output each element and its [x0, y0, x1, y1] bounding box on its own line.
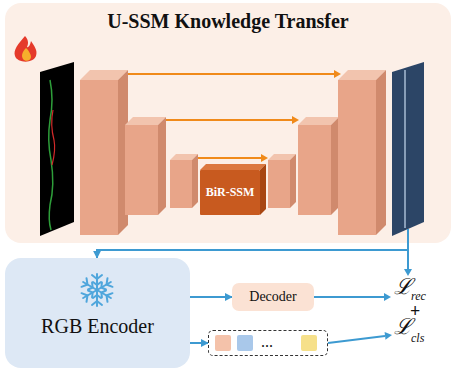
loss-subscript: cls [411, 332, 424, 344]
fire-icon [22, 48, 31, 61]
branch-line [407, 250, 409, 269]
arrow-head [404, 269, 412, 276]
decoder-label: Decoder [249, 289, 296, 305]
block-label: BiR-SSM [206, 185, 255, 200]
event-trace [52, 110, 55, 165]
arrow-head [385, 332, 392, 340]
panel-title: U-SSM Knowledge Transfer [5, 9, 451, 33]
decoder-box: Decoder [232, 283, 314, 311]
encoder-block [80, 70, 128, 235]
snowflake-icon [5, 258, 190, 368]
event-image [40, 62, 74, 236]
token-sequence: ... [208, 330, 328, 356]
encoder-box: RGB Encoder [5, 258, 190, 368]
decoder-block [338, 70, 386, 235]
flow-arrow [190, 296, 232, 298]
output-image [392, 62, 424, 236]
output-trace [404, 70, 406, 228]
flow-arrow [190, 342, 208, 344]
loss-symbol: ℒ [394, 316, 412, 338]
loss-line [328, 336, 385, 343]
encoder-block [125, 117, 166, 215]
skip-connection [128, 70, 341, 162]
bottleneck-faces [200, 164, 266, 215]
ssm-block: BiR-SSM [200, 170, 260, 215]
ellipsis: ... [261, 333, 273, 351]
event-trace [49, 80, 53, 230]
decoder-block [268, 154, 296, 208]
output-line [407, 229, 409, 243]
loss-subscript: rec [411, 290, 426, 302]
loss-symbol: ℒ [394, 276, 412, 298]
loss-line [314, 296, 384, 298]
arrow-head [384, 293, 391, 301]
module-panel: BiR-SSM U-SSM Knowledge Transfer [5, 3, 451, 243]
encoder-label: RGB Encoder [5, 314, 190, 338]
encoder-block [170, 154, 198, 208]
flow-arrow [97, 243, 408, 258]
fire-icon [15, 36, 37, 62]
decoder-block [298, 117, 339, 215]
